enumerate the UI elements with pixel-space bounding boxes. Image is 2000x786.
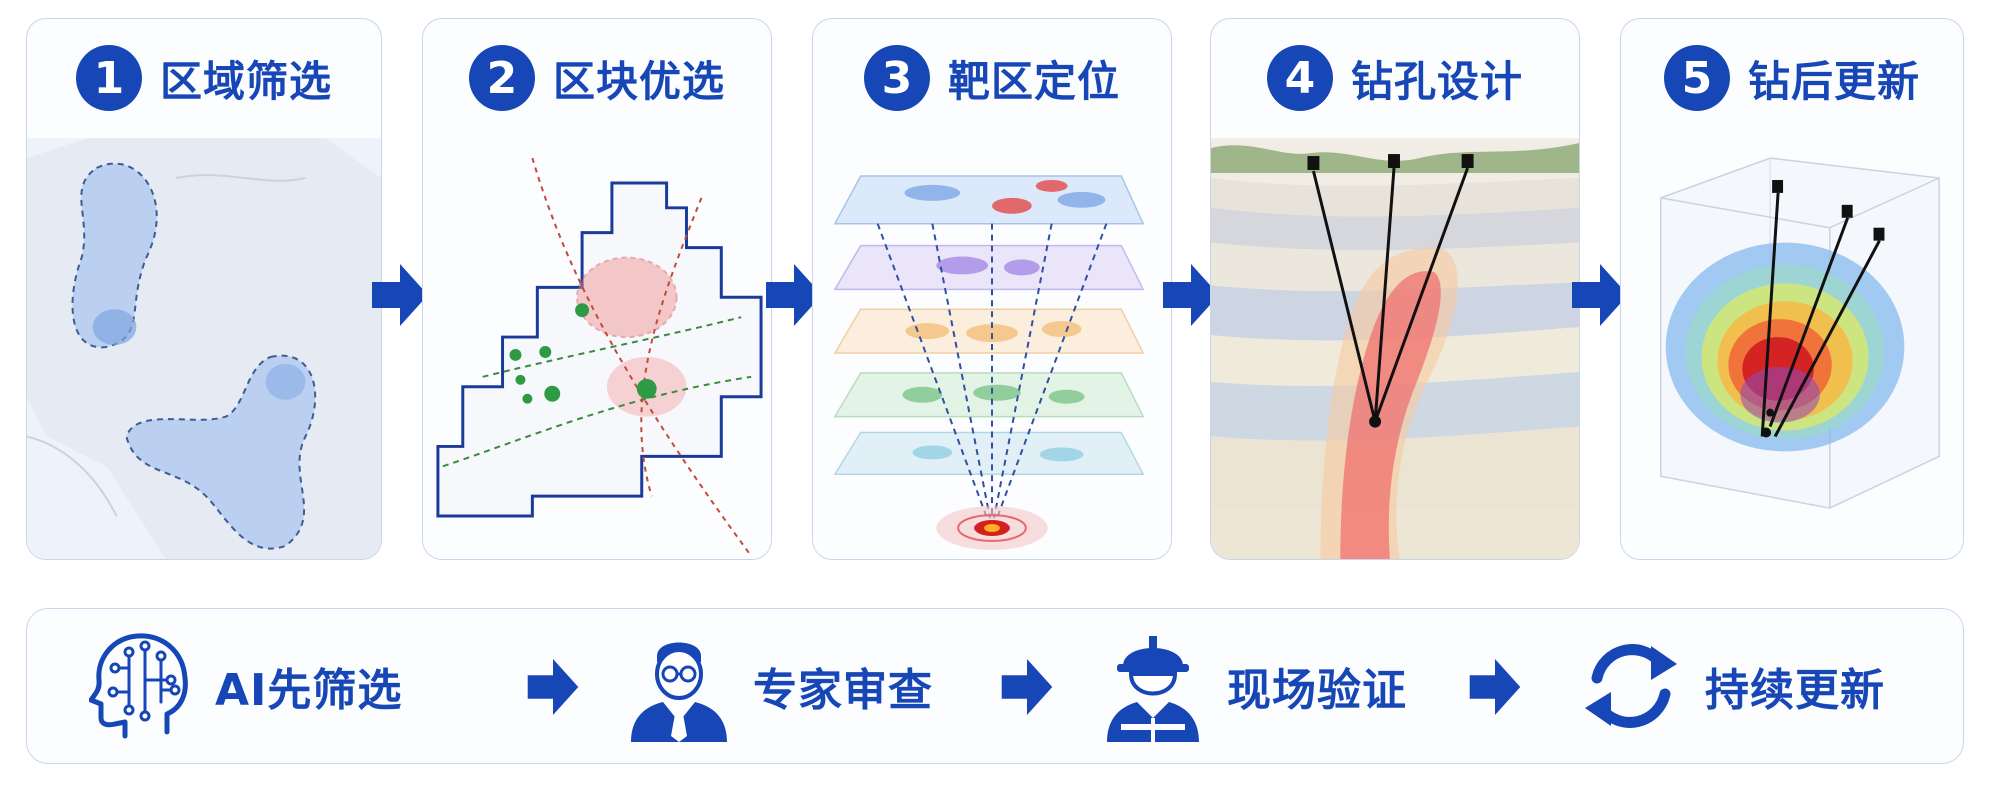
stage-header-1: 1 区域筛选: [27, 19, 381, 137]
stage-header-5: 5 钻后更新: [1621, 19, 1963, 137]
stage-header-4: 4 钻孔设计: [1211, 19, 1579, 137]
stage-card-3: 3 靶区定位: [812, 18, 1172, 560]
stage-title-5: 钻后更新: [1747, 56, 1920, 106]
stage-title-1: 区域筛选: [159, 56, 332, 106]
workflow-step-ai: AI先筛选: [89, 609, 402, 763]
arrow-right-icon: [1572, 264, 1628, 326]
field-worker-icon: [1107, 636, 1199, 742]
stage-title-2: 区块优选: [552, 56, 725, 106]
arrow-right-icon: [1469, 659, 1521, 715]
target-layers-illustration: [813, 138, 1171, 559]
stage-number-1: 1: [75, 45, 142, 111]
arrow-right-icon: [372, 264, 428, 326]
workflow-step-update: 持续更新: [1579, 609, 1885, 763]
workflow-label-field: 现场验证: [1227, 665, 1407, 716]
workflow-step-expert: 专家审查: [627, 609, 933, 763]
stage-number-3: 3: [863, 45, 930, 111]
expert-icon: [631, 642, 727, 742]
stage-number-2: 2: [468, 45, 535, 111]
arrow-right-icon: [527, 659, 579, 715]
workflow-bar: AI先筛选 专家审查 现场验证: [26, 608, 1964, 764]
stage-title-4: 钻孔设计: [1350, 56, 1523, 106]
workflow-step-field: 现场验证: [1101, 609, 1407, 763]
workflow-label-expert: 专家审查: [753, 665, 933, 716]
arrow-right-icon: [1001, 659, 1053, 715]
arrow-right-icon: [766, 264, 822, 326]
workflow-label-update: 持续更新: [1705, 665, 1885, 716]
stage-number-5: 5: [1663, 45, 1730, 111]
drillhole-design-illustration: [1211, 138, 1579, 559]
region-map-illustration: [27, 138, 381, 559]
stage-number-4: 4: [1266, 45, 1333, 111]
stage-header-2: 2 区块优选: [423, 19, 771, 137]
workflow-label-ai: AI先筛选: [215, 665, 403, 716]
stage-card-4: 4 钻孔设计: [1210, 18, 1580, 560]
stage-title-3: 靶区定位: [947, 56, 1120, 106]
refresh-cycle-icon: [1585, 644, 1677, 728]
stage-card-1: 1 区域筛选: [26, 18, 382, 560]
stage-card-2: 2 区块优选: [422, 18, 772, 560]
stage-header-3: 3 靶区定位: [813, 19, 1171, 137]
arrow-right-icon: [1163, 264, 1219, 326]
ai-head-icon: [89, 633, 188, 739]
post-drill-model-illustration: [1621, 138, 1963, 559]
block-selection-illustration: [423, 138, 771, 559]
stage-card-5: 5 钻后更新: [1620, 18, 1964, 560]
